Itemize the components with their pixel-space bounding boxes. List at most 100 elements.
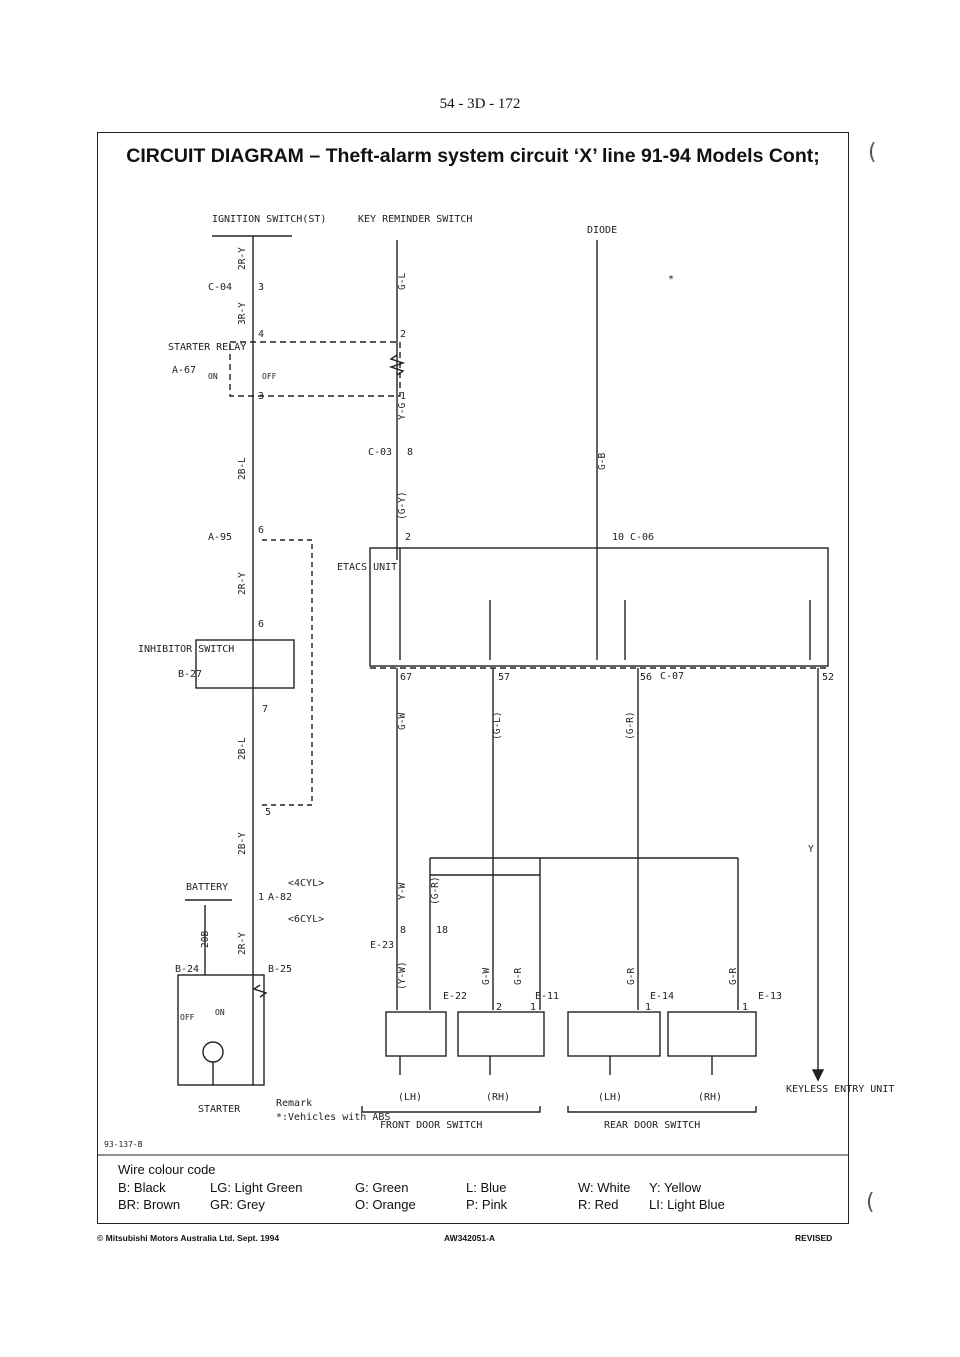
- pin-number: 10: [612, 532, 624, 543]
- pin-number: 3: [258, 282, 264, 293]
- wire-label: 3R-Y: [237, 302, 248, 325]
- rh-label: (RH): [486, 1092, 510, 1103]
- wire-label: (G-L): [492, 711, 503, 740]
- wire-label: G-W: [397, 713, 408, 730]
- wire-colour-legend: Wire colour code B: Black BR: Brown LG: …: [118, 1162, 725, 1212]
- cyl4-label: <4CYL>: [288, 878, 324, 889]
- front-door-switch-label: FRONT DOOR SWITCH: [380, 1120, 482, 1131]
- pin-number: 67: [400, 672, 412, 683]
- pin-number: 1: [400, 391, 406, 402]
- rear-door-switch-label: REAR DOOR SWITCH: [604, 1120, 700, 1131]
- pin-number: 6: [258, 619, 264, 630]
- legend-entry: GR: Grey: [210, 1197, 265, 1212]
- legend-column: LG: Light Green GR: Grey: [210, 1180, 303, 1214]
- wire-label: (G-Y): [397, 491, 408, 520]
- starter-relay-label: STARTER RELAY: [168, 342, 246, 353]
- pin-number: 18: [436, 925, 448, 936]
- footer-status: REVISED: [795, 1233, 833, 1243]
- connector-e22: E-22: [443, 991, 467, 1002]
- connector-e11: E-11: [535, 991, 559, 1002]
- pin-number: 1: [742, 1002, 748, 1013]
- wire-label: Y-G: [397, 403, 408, 420]
- legend-entry: G: Green: [355, 1180, 409, 1195]
- keyless-entry-label: KEYLESS ENTRY UNIT: [786, 1084, 894, 1095]
- battery-label: BATTERY: [186, 882, 228, 893]
- connector-c06: C-06: [630, 532, 654, 543]
- pin-number: 56: [640, 672, 652, 683]
- legend-column: B: Black BR: Brown: [118, 1180, 180, 1214]
- diagram-frame: [97, 132, 849, 1224]
- starter-label: STARTER: [198, 1104, 241, 1115]
- margin-bracket-mark: (: [868, 140, 877, 165]
- connector-b27: B-27: [178, 669, 202, 680]
- rh-label: (RH): [698, 1092, 722, 1103]
- pin-number: 1: [645, 1002, 651, 1013]
- wire-label: 2R-Y: [237, 247, 248, 270]
- inhibitor-switch-label: INHIBITOR SWITCH: [138, 644, 234, 655]
- wire-label: 2R-Y: [237, 572, 248, 595]
- wire-label: G-R: [728, 968, 739, 985]
- wire-label: 20B: [200, 931, 211, 948]
- wire-label: Y-W: [397, 883, 408, 900]
- legend-entry: LI: Light Blue: [649, 1197, 725, 1212]
- remark-title: Remark: [276, 1098, 312, 1109]
- pin-number: 5: [265, 807, 271, 818]
- lh-label: (LH): [398, 1092, 422, 1103]
- legend-column: W: White R: Red: [578, 1180, 631, 1214]
- page-number: 54 - 3D - 172: [439, 96, 521, 112]
- wire-label: 2B-L: [237, 737, 248, 760]
- legend-column: G: Green O: Orange: [355, 1180, 416, 1214]
- switch-on-label: ON: [208, 372, 218, 381]
- pin-number: 6: [258, 525, 264, 536]
- pin-number: 8: [400, 925, 406, 936]
- footer-code: AW342051-A: [444, 1233, 496, 1243]
- connector-a82: A-82: [268, 892, 292, 903]
- wire-label: (G-R): [625, 711, 636, 740]
- remark-text: *:Vehicles with ABS: [276, 1112, 390, 1123]
- cyl6-label: <6CYL>: [288, 914, 324, 925]
- lh-label: (LH): [598, 1092, 622, 1103]
- pin-number: 1: [530, 1002, 536, 1013]
- connector-e14: E-14: [650, 991, 674, 1002]
- figure-code: 93-137-B: [104, 1140, 143, 1149]
- pin-number: 2: [400, 329, 406, 340]
- connector-c07: C-07: [660, 671, 684, 682]
- legend-column: Y: Yellow LI: Light Blue: [649, 1180, 725, 1214]
- diode-label: DIODE: [587, 225, 617, 236]
- wire-label: (Y-W): [397, 961, 408, 990]
- wire-label: 2R-Y: [237, 932, 248, 955]
- diagram-title: CIRCUIT DIAGRAM – Theft-alarm system cir…: [126, 145, 820, 167]
- pin-number: 2: [496, 1002, 502, 1013]
- wire-label: G-R: [626, 968, 637, 985]
- key-reminder-label: KEY REMINDER SWITCH: [358, 214, 472, 225]
- switch-on-label: ON: [215, 1008, 225, 1017]
- wire-label: G-L: [397, 273, 408, 290]
- pin-number: 52: [822, 672, 834, 683]
- connector-a95: A-95: [208, 532, 232, 543]
- legend-entry: W: White: [578, 1180, 631, 1195]
- connector-a67: A-67: [172, 365, 196, 376]
- pin-number: 1: [258, 892, 264, 903]
- switch-off-label: OFF: [180, 1013, 195, 1022]
- connector-c03: C-03: [368, 447, 392, 458]
- legend-entry: P: Pink: [466, 1197, 508, 1212]
- ignition-switch-label: IGNITION SWITCH(ST): [212, 214, 326, 225]
- connector-e13: E-13: [758, 991, 782, 1002]
- switch-off-label: OFF: [262, 372, 277, 381]
- connector-e23: E-23: [370, 940, 394, 951]
- pin-number: 2: [405, 532, 411, 543]
- legend-entry: BR: Brown: [118, 1197, 181, 1212]
- connector-c04: C-04: [208, 282, 232, 293]
- legend-entry: LG: Light Green: [210, 1180, 303, 1195]
- connector-b25: B-25: [268, 964, 292, 975]
- wire-label: 2B-Y: [237, 832, 248, 855]
- margin-bracket-mark: (: [866, 1190, 875, 1215]
- wire-label: 2B-L: [237, 457, 248, 480]
- wire-label: Y: [808, 844, 814, 855]
- legend-entry: O: Orange: [355, 1197, 416, 1212]
- wire-label: G-W: [481, 968, 492, 985]
- diode-star: *: [668, 274, 674, 285]
- pin-number: 57: [498, 672, 510, 683]
- pin-number: 4: [258, 329, 264, 340]
